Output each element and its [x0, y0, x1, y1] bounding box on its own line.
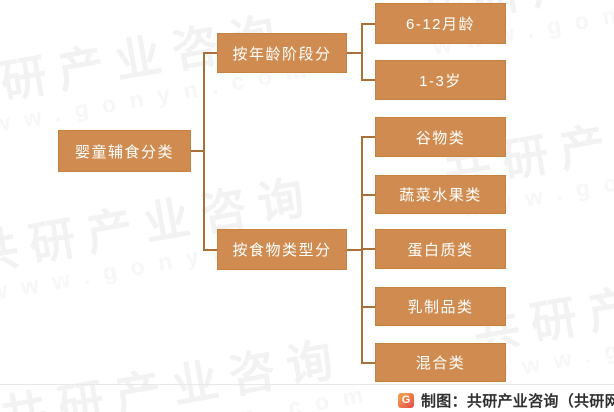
connector-stub-food-1 [361, 194, 376, 196]
node-age-6-12m: 6-12月龄 [375, 3, 506, 44]
node-branch-food: 按食物类型分 [217, 229, 347, 270]
connector-stub-age-0 [361, 23, 376, 25]
watermark-tile: 共研产业咨询 www.gonyn.com [0, 330, 379, 412]
connector-trunk1 [203, 52, 205, 250]
footer-divider [0, 384, 614, 385]
node-food-mixed: 混合类 [375, 343, 506, 382]
connector-stub-age-1 [361, 79, 376, 81]
connector-stub-food-4 [361, 362, 376, 364]
connector-branch-age-out [347, 52, 362, 54]
connector-stub-food-3 [361, 306, 376, 308]
node-branch-age: 按年龄阶段分 [217, 33, 347, 73]
gonyn-logo-icon: G [398, 393, 414, 408]
node-food-grain: 谷物类 [375, 117, 506, 157]
node-root: 婴童辅食分类 [58, 130, 191, 172]
connector-stub-branch-age [203, 52, 218, 54]
node-food-protein: 蛋白质类 [375, 229, 506, 269]
watermark-text-cn: 共研产业咨询 [0, 331, 349, 412]
connector-stub-food-2 [361, 248, 376, 250]
connector-stub-food-0 [361, 136, 376, 138]
node-food-veg-fruit: 蔬菜水果类 [375, 175, 506, 214]
node-food-dairy: 乳制品类 [375, 287, 506, 326]
connector-trunk-food [361, 136, 363, 363]
footer-credit: G 制图：共研产业咨询（共研网） [398, 390, 614, 411]
watermark-text-url: www.gonyn.com [6, 379, 379, 412]
connector-stub-branch-food [203, 249, 218, 251]
connector-trunk-age [361, 23, 363, 81]
node-age-1-3y: 1-3岁 [375, 60, 506, 100]
watermark-tile: 共研产业咨询 www.gonyn.com [0, 5, 321, 144]
connector-branch-food-out [347, 249, 362, 251]
connector-root-trunk [191, 150, 204, 152]
credit-text: 制图：共研产业咨询（共研网） [421, 393, 614, 410]
